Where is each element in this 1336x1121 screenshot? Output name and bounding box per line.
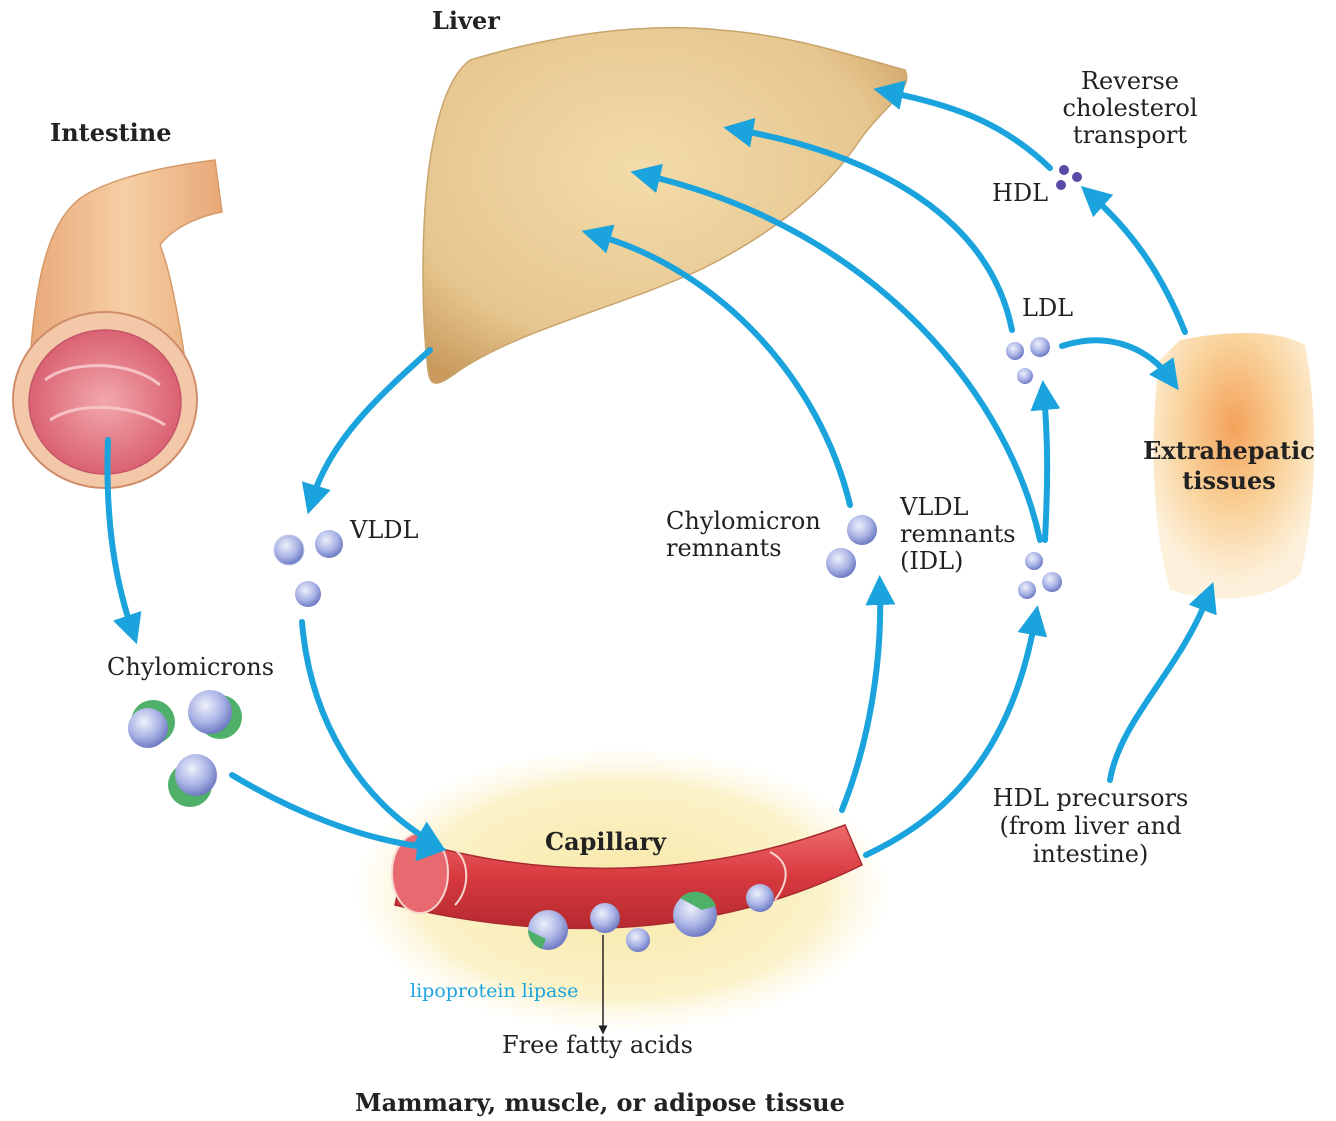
extrahepatic-line-2: tissues	[1126, 466, 1332, 496]
reverse-cholesterol-transport-label: Reverse cholesterol transport	[1050, 66, 1210, 150]
vldl-remnants-line-2: remnants	[900, 519, 1016, 549]
chylomicrons-label: Chylomicrons	[107, 652, 274, 682]
hdl-precursors-label: HDL precursors (from liver and intestine…	[978, 783, 1203, 869]
intestine-label: Intestine	[50, 118, 171, 148]
ldl-particles	[1006, 337, 1050, 384]
arrow-hdl-precursors-to-extrahepatic	[1110, 596, 1208, 780]
lipoprotein-lipase-label: lipoprotein lipase	[410, 976, 578, 1006]
chylomicron-remnants-label: Chylomicron remnants	[666, 506, 821, 563]
vldl-remnants-line-3: (IDL)	[900, 546, 1016, 576]
reverse-line-2: cholesterol	[1050, 93, 1210, 123]
reverse-line-1: Reverse	[1050, 66, 1210, 96]
vldl-remnants-label: VLDL remnants (IDL)	[900, 492, 1016, 576]
hdl-precursors-line-2: (from liver and	[978, 811, 1203, 841]
arrow-extrahepatic-to-hdl	[1092, 196, 1185, 332]
arrow-hdl-to-liver	[888, 92, 1050, 168]
idl-particles	[1018, 552, 1062, 599]
reverse-line-3: transport	[1050, 120, 1210, 150]
liver-label: Liver	[432, 6, 500, 36]
vldl-remnants-line-1: VLDL	[900, 492, 1016, 522]
arrow-liver-to-vldl	[312, 350, 430, 500]
extrahepatic-line-1: Extrahepatic	[1126, 436, 1332, 466]
hdl-precursors-line-1: HDL precursors	[978, 783, 1203, 813]
free-fatty-acids-label: Free fatty acids	[502, 1030, 693, 1060]
arrow-ldl-to-extrahepatic	[1062, 340, 1170, 378]
hdl-label: HDL	[992, 178, 1048, 208]
intestine-organ	[13, 160, 222, 488]
capillary-label: Capillary	[545, 827, 666, 857]
chylomicron-particles	[128, 690, 242, 807]
arrow-capillary-to-chylomicron-remnants	[842, 590, 880, 810]
vldl-label: VLDL	[350, 515, 418, 545]
hdl-precursors-line-3: intestine)	[978, 839, 1203, 869]
chylomicron-remnant-particles	[826, 515, 877, 578]
hdl-particles	[1056, 165, 1082, 190]
extrahepatic-tissues-label: Extrahepatic tissues	[1126, 436, 1332, 496]
vldl-particles	[274, 530, 343, 607]
ldl-label: LDL	[1022, 293, 1073, 323]
chylomicron-remnants-line-1: Chylomicron	[666, 506, 821, 536]
liver-organ	[423, 28, 907, 383]
chylomicron-remnants-line-2: remnants	[666, 533, 821, 563]
tissue-label: Mammary, muscle, or adipose tissue	[355, 1088, 845, 1118]
arrow-idl-to-ldl	[1044, 395, 1047, 540]
